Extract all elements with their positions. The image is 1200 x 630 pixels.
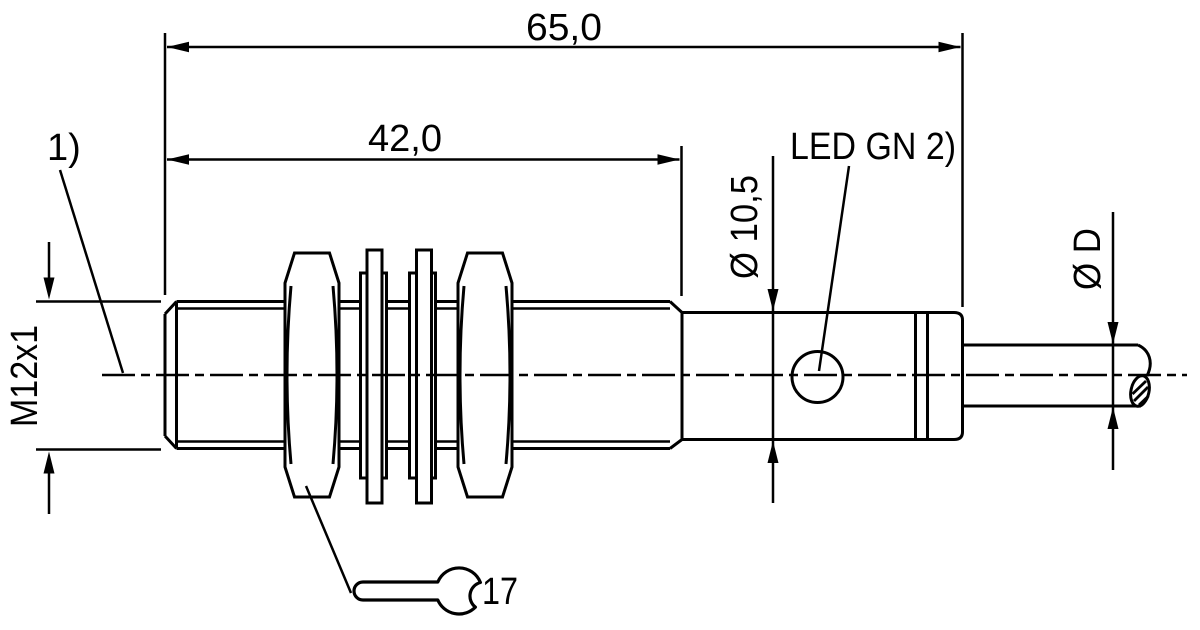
housing-diameter-value: Ø 10,5 (724, 175, 766, 279)
cable-diameter-value: Ø D (1067, 228, 1109, 290)
led-leader (817, 165, 851, 372)
washer-plate (365, 248, 384, 505)
hatch-line (1133, 386, 1149, 402)
dimension-thread-spec: M12x1 (4, 242, 161, 514)
hatch-line (1138, 394, 1150, 407)
open-end-wrench-icon (352, 566, 482, 616)
washer-set (359, 248, 437, 505)
arrowhead-down (1107, 322, 1119, 344)
hatch-line (1131, 379, 1147, 396)
cable-break-curve (1137, 343, 1152, 377)
cable (962, 343, 1152, 408)
cable-hatching (1131, 379, 1150, 407)
face-chamfer-bottom (163, 434, 178, 450)
arrowhead-down (767, 289, 779, 311)
arrowhead-up (767, 441, 779, 463)
thread-length-value: 42,0 (368, 118, 442, 160)
arrowhead-right (657, 154, 680, 165)
rear-chamfer-top (668, 300, 684, 314)
dimension-cable-diameter: Ø D (1067, 212, 1119, 470)
arrowhead-left (167, 41, 189, 53)
wrench-leader (304, 485, 353, 594)
arrowhead-up (43, 451, 55, 474)
thread-spec-value: M12x1 (4, 325, 46, 427)
wrench-size-value: 17 (482, 571, 518, 613)
dimension-overall-length: 65,0 (163, 7, 964, 307)
footnote1-label: 1) (47, 127, 81, 169)
dimension-housing-diameter: Ø 10,5 (724, 156, 779, 503)
washer-plate (415, 248, 433, 505)
footnote1-leader (58, 169, 125, 374)
rear-chamfer-bottom (669, 438, 683, 450)
led-label: LED GN 2) (790, 126, 956, 168)
dimension-thread-length: 42,0 (167, 118, 683, 296)
arrowhead-up (1107, 407, 1119, 429)
hex-facet-arc (458, 285, 466, 465)
arrowhead-down (43, 277, 55, 300)
overall-length-value: 65,0 (526, 7, 602, 49)
arrowhead-left (167, 154, 189, 165)
face-chamfer-top (163, 300, 178, 316)
wrench-size-annotation: 17 (352, 566, 518, 616)
arrowhead-right (938, 41, 961, 53)
led-window (790, 350, 845, 404)
